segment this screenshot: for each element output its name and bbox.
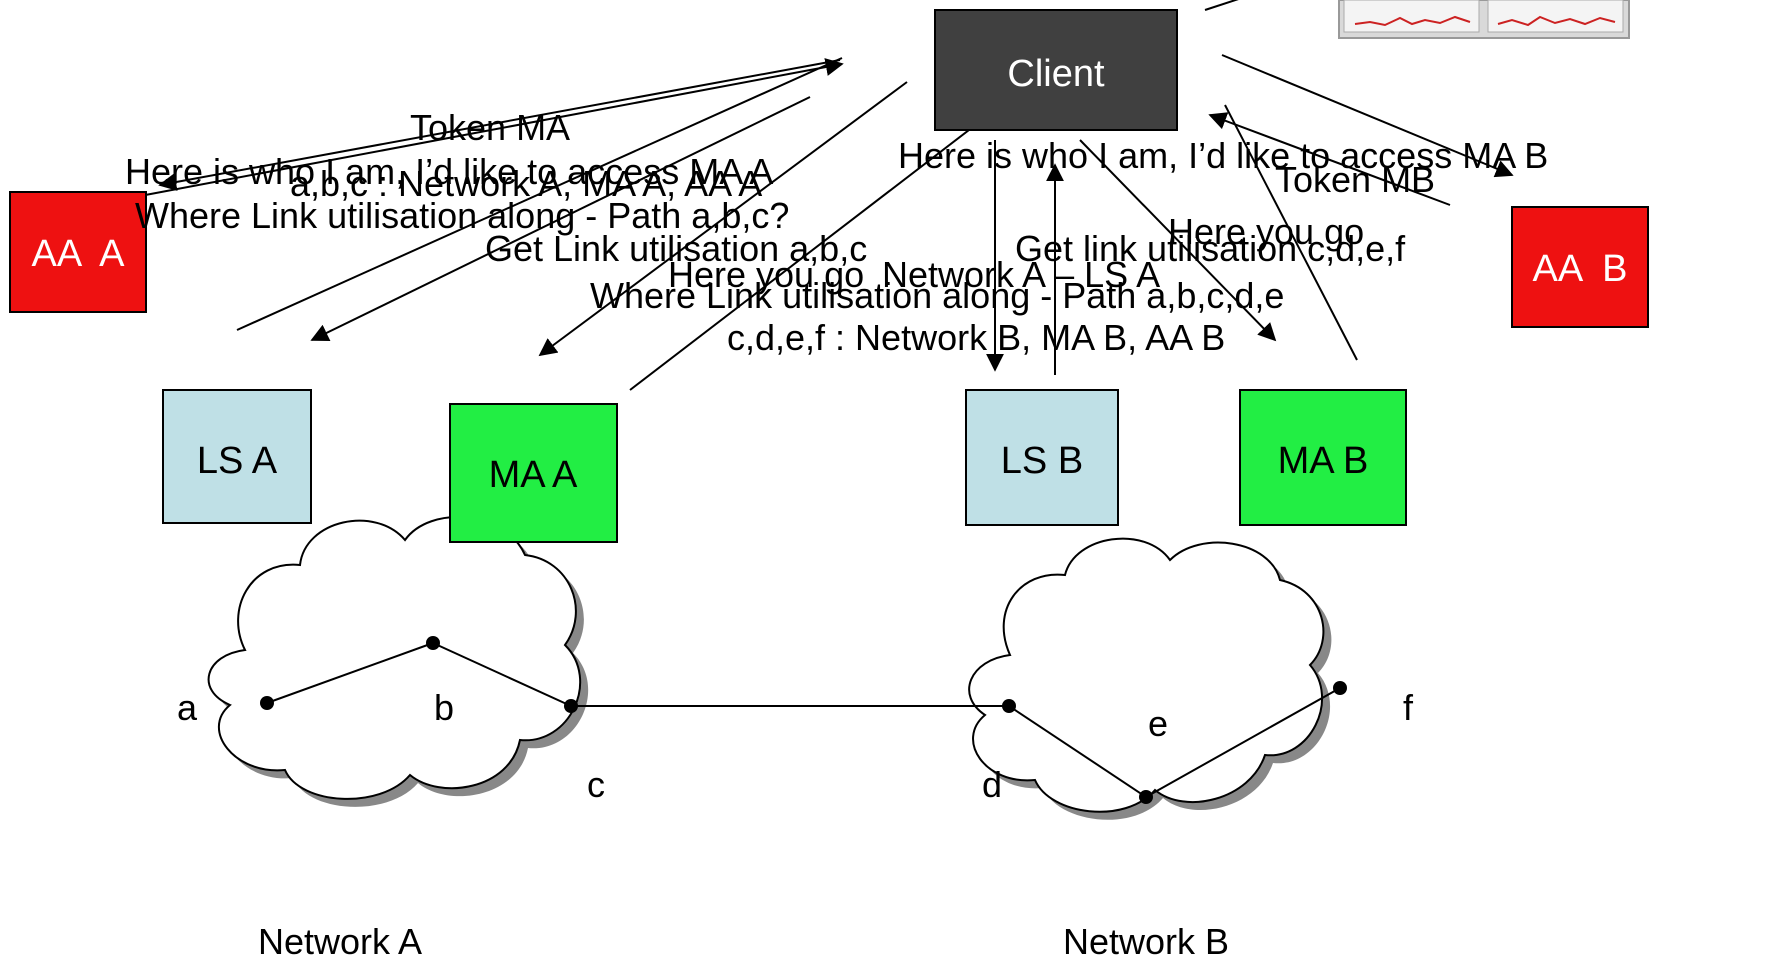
network-a-cloud <box>207 516 589 807</box>
aa-a-label: AA A <box>32 233 126 275</box>
ls-a-box: LS A <box>162 389 312 524</box>
msg-network-a-ls-a: Network A – LS A <box>882 254 1160 295</box>
node-label-f: f <box>1403 687 1414 728</box>
ls-b-box: LS B <box>965 389 1119 526</box>
aa-b-box: AA B <box>1511 206 1649 328</box>
graph-thumbnail-image <box>1338 0 1630 39</box>
msg-here-is-who-b: Here is who I am, I’d like to access MA … <box>898 135 1548 176</box>
msg-here-you-go-1: Here you go <box>668 254 864 295</box>
node-e-dot <box>1139 790 1153 804</box>
node-f-dot <box>1333 681 1347 695</box>
msg-get-link-cdef: Get link utilisation c,d,e,f <box>1015 228 1406 269</box>
network-nodes <box>260 636 1347 804</box>
network-links <box>266 642 1341 798</box>
client-box: Client <box>934 9 1178 131</box>
network-b-label: Network B <box>1063 921 1229 962</box>
message-labels: Token MA Here is who I am, I’d like to a… <box>125 107 1548 358</box>
node-label-a: a <box>177 687 198 728</box>
ls-b-label: LS B <box>1001 440 1083 482</box>
msg-token-mb: Token MB <box>1275 159 1435 200</box>
msg-get-link-abc: Get Link utilisation a,b,c <box>485 228 867 269</box>
node-d-dot <box>1002 699 1016 713</box>
ma-a-box: MA A <box>449 403 618 543</box>
ma-b-box: MA B <box>1239 389 1407 526</box>
ma-b-label: MA B <box>1278 440 1369 482</box>
msg-where-link-abc: Where Link utilisation along - Path a,b,… <box>135 195 789 236</box>
ls-a-label: LS A <box>197 440 278 482</box>
message-arrows <box>139 0 1514 391</box>
node-label-d: d <box>982 764 1002 805</box>
msg-where-link-abcdef: Where Link utilisation along - Path a,b,… <box>590 275 1284 316</box>
network-a-label: Network A <box>258 921 422 962</box>
link-b-c <box>432 642 572 707</box>
ma-a-label: MA A <box>489 454 578 496</box>
msg-token-ma: Token MA <box>410 107 570 148</box>
node-label-c: c <box>587 764 605 805</box>
aa-a-box: AA A <box>9 191 147 313</box>
node-labels: a b c d e f <box>177 687 1414 805</box>
node-label-b: b <box>434 687 454 728</box>
msg-cdef-network-b: c,d,e,f : Network B, MA B, AA B <box>727 317 1225 358</box>
link-e-f <box>1145 687 1341 798</box>
network-b-cloud <box>968 537 1332 820</box>
aa-b-label: AA B <box>1532 248 1627 290</box>
client-label: Client <box>1007 53 1105 95</box>
node-b-dot <box>426 636 440 650</box>
node-label-e: e <box>1148 703 1168 744</box>
node-c-dot <box>564 699 578 713</box>
node-a-dot <box>260 696 274 710</box>
link-d-e <box>1008 705 1147 798</box>
msg-abc-network-a: a,b,c : Network A, MA A, AA A <box>290 163 762 204</box>
msg-here-is-who-a: Here is who I am, I’d like to access MA … <box>125 151 773 192</box>
msg-here-you-go-2: Here you go <box>1168 211 1364 252</box>
link-a-b <box>266 642 434 704</box>
